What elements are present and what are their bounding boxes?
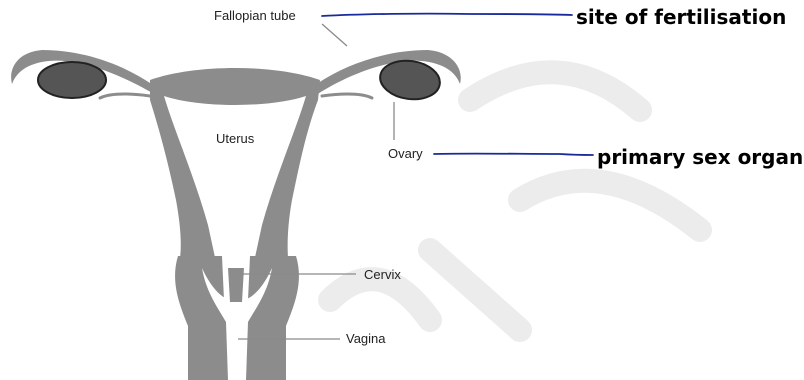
fertilisation-note: site of fertilisation (576, 5, 786, 29)
left-ovary (38, 62, 106, 98)
right-fimbria (322, 94, 372, 98)
uterus-label: Uterus (216, 131, 255, 146)
watermark (330, 72, 700, 330)
ovary-annotation-line (434, 154, 593, 155)
fallopian-tube-leader (322, 24, 347, 46)
cervix-tip (228, 268, 244, 302)
vagina-label: Vagina (346, 331, 386, 346)
primary-organ-note: primary sex organ (597, 145, 803, 169)
fallopian-annotation-line (322, 14, 572, 16)
fallopian-tube-label: Fallopian tube (214, 8, 296, 23)
left-fimbria (100, 94, 150, 98)
ovary-label: Ovary (388, 146, 423, 161)
cervix-label: Cervix (364, 267, 401, 282)
